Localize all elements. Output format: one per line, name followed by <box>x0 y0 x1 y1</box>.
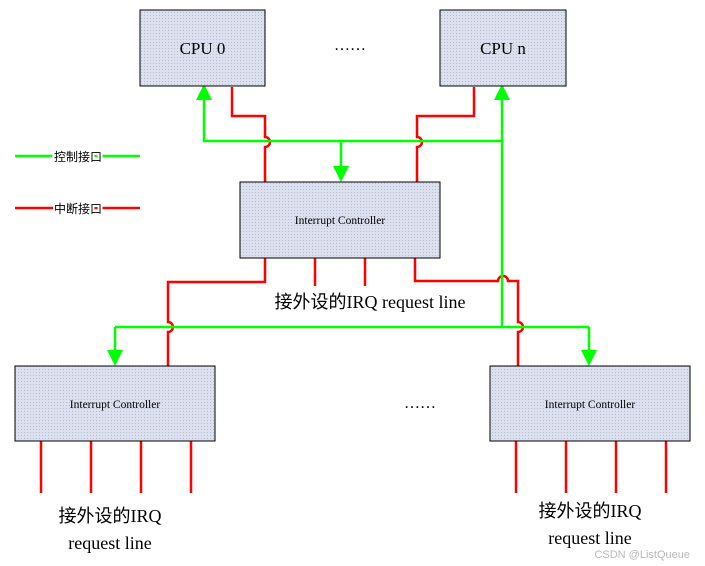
legend-control-label: 控制接口 <box>54 149 102 164</box>
arrowheads <box>107 84 597 366</box>
cpu0-arrow-icon <box>196 84 212 100</box>
cpu0-box <box>139 9 266 87</box>
right-controller-label: Interrupt Controller <box>545 399 636 411</box>
top-controller-arrow-icon <box>333 166 349 182</box>
cpu0-interrupt-line <box>230 87 272 182</box>
right-controller-arrow-icon <box>581 350 597 366</box>
right-cascade-interrupt-line <box>413 258 525 367</box>
left-controller-arrow-icon <box>107 350 123 366</box>
left-request-label-line2: request line <box>68 533 151 553</box>
right-interrupt-controller <box>489 365 691 442</box>
right-request-label-line1: 接外设的IRQ <box>539 501 642 521</box>
left-controller-label: Interrupt Controller <box>70 399 161 411</box>
left-request-label-line1: 接外设的IRQ <box>59 506 162 526</box>
cpun-label: CPU n <box>480 39 526 58</box>
interrupt-lines <box>15 87 668 493</box>
top-interrupt-controller <box>239 181 441 259</box>
cpun-arrow-icon <box>494 84 510 100</box>
left-cascade-interrupt-line <box>166 258 267 367</box>
top-controller-label: Interrupt Controller <box>295 215 386 227</box>
control-lines <box>15 92 591 356</box>
top-request-label: 接外设的IRQ request line <box>275 292 466 312</box>
cpu-ellipsis: …… <box>334 37 366 54</box>
right-request-label-line2: request line <box>548 528 631 548</box>
legend-interrupt-label: 中断接口 <box>54 201 102 216</box>
cpun-interrupt-line <box>415 87 476 182</box>
cpun-box <box>439 9 567 87</box>
top-control-bus <box>202 92 504 143</box>
controller-ellipsis: …… <box>404 395 436 412</box>
cpu0-label: CPU 0 <box>180 39 226 58</box>
left-interrupt-controller <box>14 365 216 442</box>
watermark: CSDN @ListQueue <box>594 549 690 561</box>
